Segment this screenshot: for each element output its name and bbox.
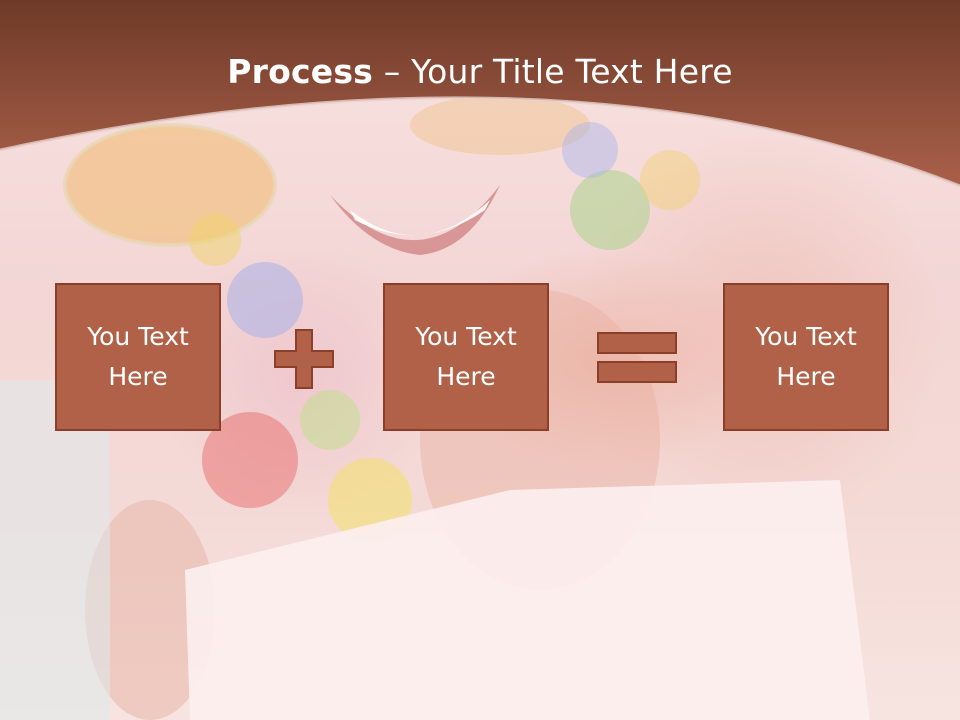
slide-title[interactable]: Process – Your Title Text Here: [0, 52, 960, 91]
process-box-2-text: You Text Here: [415, 322, 517, 391]
process-box-3-text: You Text Here: [755, 322, 857, 391]
title-bold: Process: [227, 52, 374, 91]
title-banner: Process – Your Title Text Here: [0, 0, 960, 200]
process-box-1-text: You Text Here: [87, 322, 189, 391]
title-banner-shape: [0, 0, 960, 188]
process-box-3[interactable]: You Text Here: [723, 283, 889, 431]
title-rest: – Your Title Text Here: [373, 52, 733, 91]
equals-icon: [597, 332, 677, 383]
process-box-2[interactable]: You Text Here: [383, 283, 549, 431]
process-box-1[interactable]: You Text Here: [55, 283, 221, 431]
plus-icon: [274, 329, 334, 389]
